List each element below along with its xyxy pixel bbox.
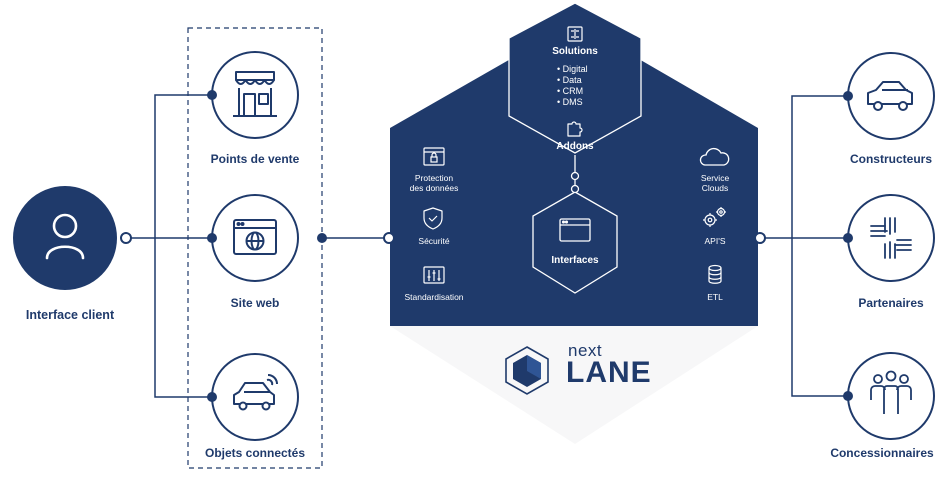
partner-label-concessionnaires: Concessionnaires (830, 446, 934, 460)
partner-circle-concessionnaires (847, 352, 935, 440)
partner-circle-partenaires (847, 194, 935, 282)
partner-label-constructeurs: Constructeurs (849, 152, 932, 166)
channel-label-pointsdevente: Points de vente (210, 152, 300, 166)
right-connectors (760, 95, 848, 397)
client-port (120, 232, 132, 244)
connector-hub-concessionnaires (791, 238, 848, 397)
sliders-icon (423, 266, 445, 284)
addons-title: Addons (556, 141, 594, 152)
connector-hub-constructeurs (791, 95, 848, 238)
partner-dot-3 (843, 391, 853, 401)
hub-left-label-1: Protection des données (409, 173, 459, 193)
group-people-icon (870, 370, 912, 414)
channel-label-objets: Objets connectés (204, 446, 306, 460)
partner-label-partenaires: Partenaires (858, 296, 924, 310)
hub-logo-panel (390, 326, 758, 444)
solutions-item: Digital (557, 64, 588, 75)
channel-circle-siteweb (211, 194, 299, 282)
logo-text-next: next (568, 341, 603, 360)
solutions-item: CRM (557, 86, 588, 97)
browser-globe-icon (233, 219, 277, 255)
partner-dot-2 (843, 233, 853, 243)
hub-right-label-1: Service Clouds (700, 173, 730, 193)
solutions-list: Digital Data CRM DMS (557, 64, 588, 108)
data-protection-icon (423, 147, 445, 166)
channel-dot-2 (207, 233, 217, 243)
channel-circle-objets (211, 353, 299, 441)
interfaces-title: Interfaces (551, 255, 599, 266)
channel-label-siteweb: Site web (230, 296, 280, 310)
hub-left-label-3: Standardisation (404, 292, 464, 302)
hub-link-dot-top (570, 171, 580, 181)
hub-port-right (754, 232, 766, 244)
database-icon (708, 264, 722, 284)
cloud-icon (699, 147, 730, 166)
solutions-item: DMS (557, 97, 588, 108)
interfaces-browser-icon (559, 218, 591, 242)
partner-dot-1 (843, 91, 853, 101)
connector-client-pointsdevente (154, 94, 213, 238)
hub-link-dot-bottom (570, 184, 580, 194)
handshake-hands-icon (870, 217, 912, 259)
frame-dot (317, 233, 327, 243)
addons-puzzle-icon (567, 121, 583, 137)
channel-dot-1 (207, 90, 217, 100)
channel-dot-3 (207, 392, 217, 402)
storefront-icon (233, 71, 277, 117)
hub-left-label-2: Sécurité (418, 236, 450, 246)
interfaces-hexagon (532, 191, 618, 294)
solutions-item: Data (557, 75, 588, 86)
user-icon (45, 213, 85, 260)
hub-right-label-2: API'S (704, 236, 726, 246)
hub-port-left (383, 232, 395, 244)
gears-icon (703, 207, 726, 227)
partner-circle-constructeurs (847, 52, 935, 140)
hub-right-label-3: ETL (707, 292, 723, 302)
connector-client-objets (154, 238, 213, 398)
connected-car-icon (233, 374, 278, 411)
solutions-title: Solutions (552, 46, 598, 57)
channels-dashed-frame (187, 27, 323, 469)
solutions-puzzle-icon (567, 26, 583, 42)
logo-text-lane: LANE (566, 356, 652, 389)
left-connectors (127, 94, 389, 398)
nextlane-logo-mark (505, 346, 549, 395)
shield-check-icon (423, 207, 443, 230)
car-icon (867, 81, 913, 111)
client-label: Interface client (25, 308, 115, 322)
